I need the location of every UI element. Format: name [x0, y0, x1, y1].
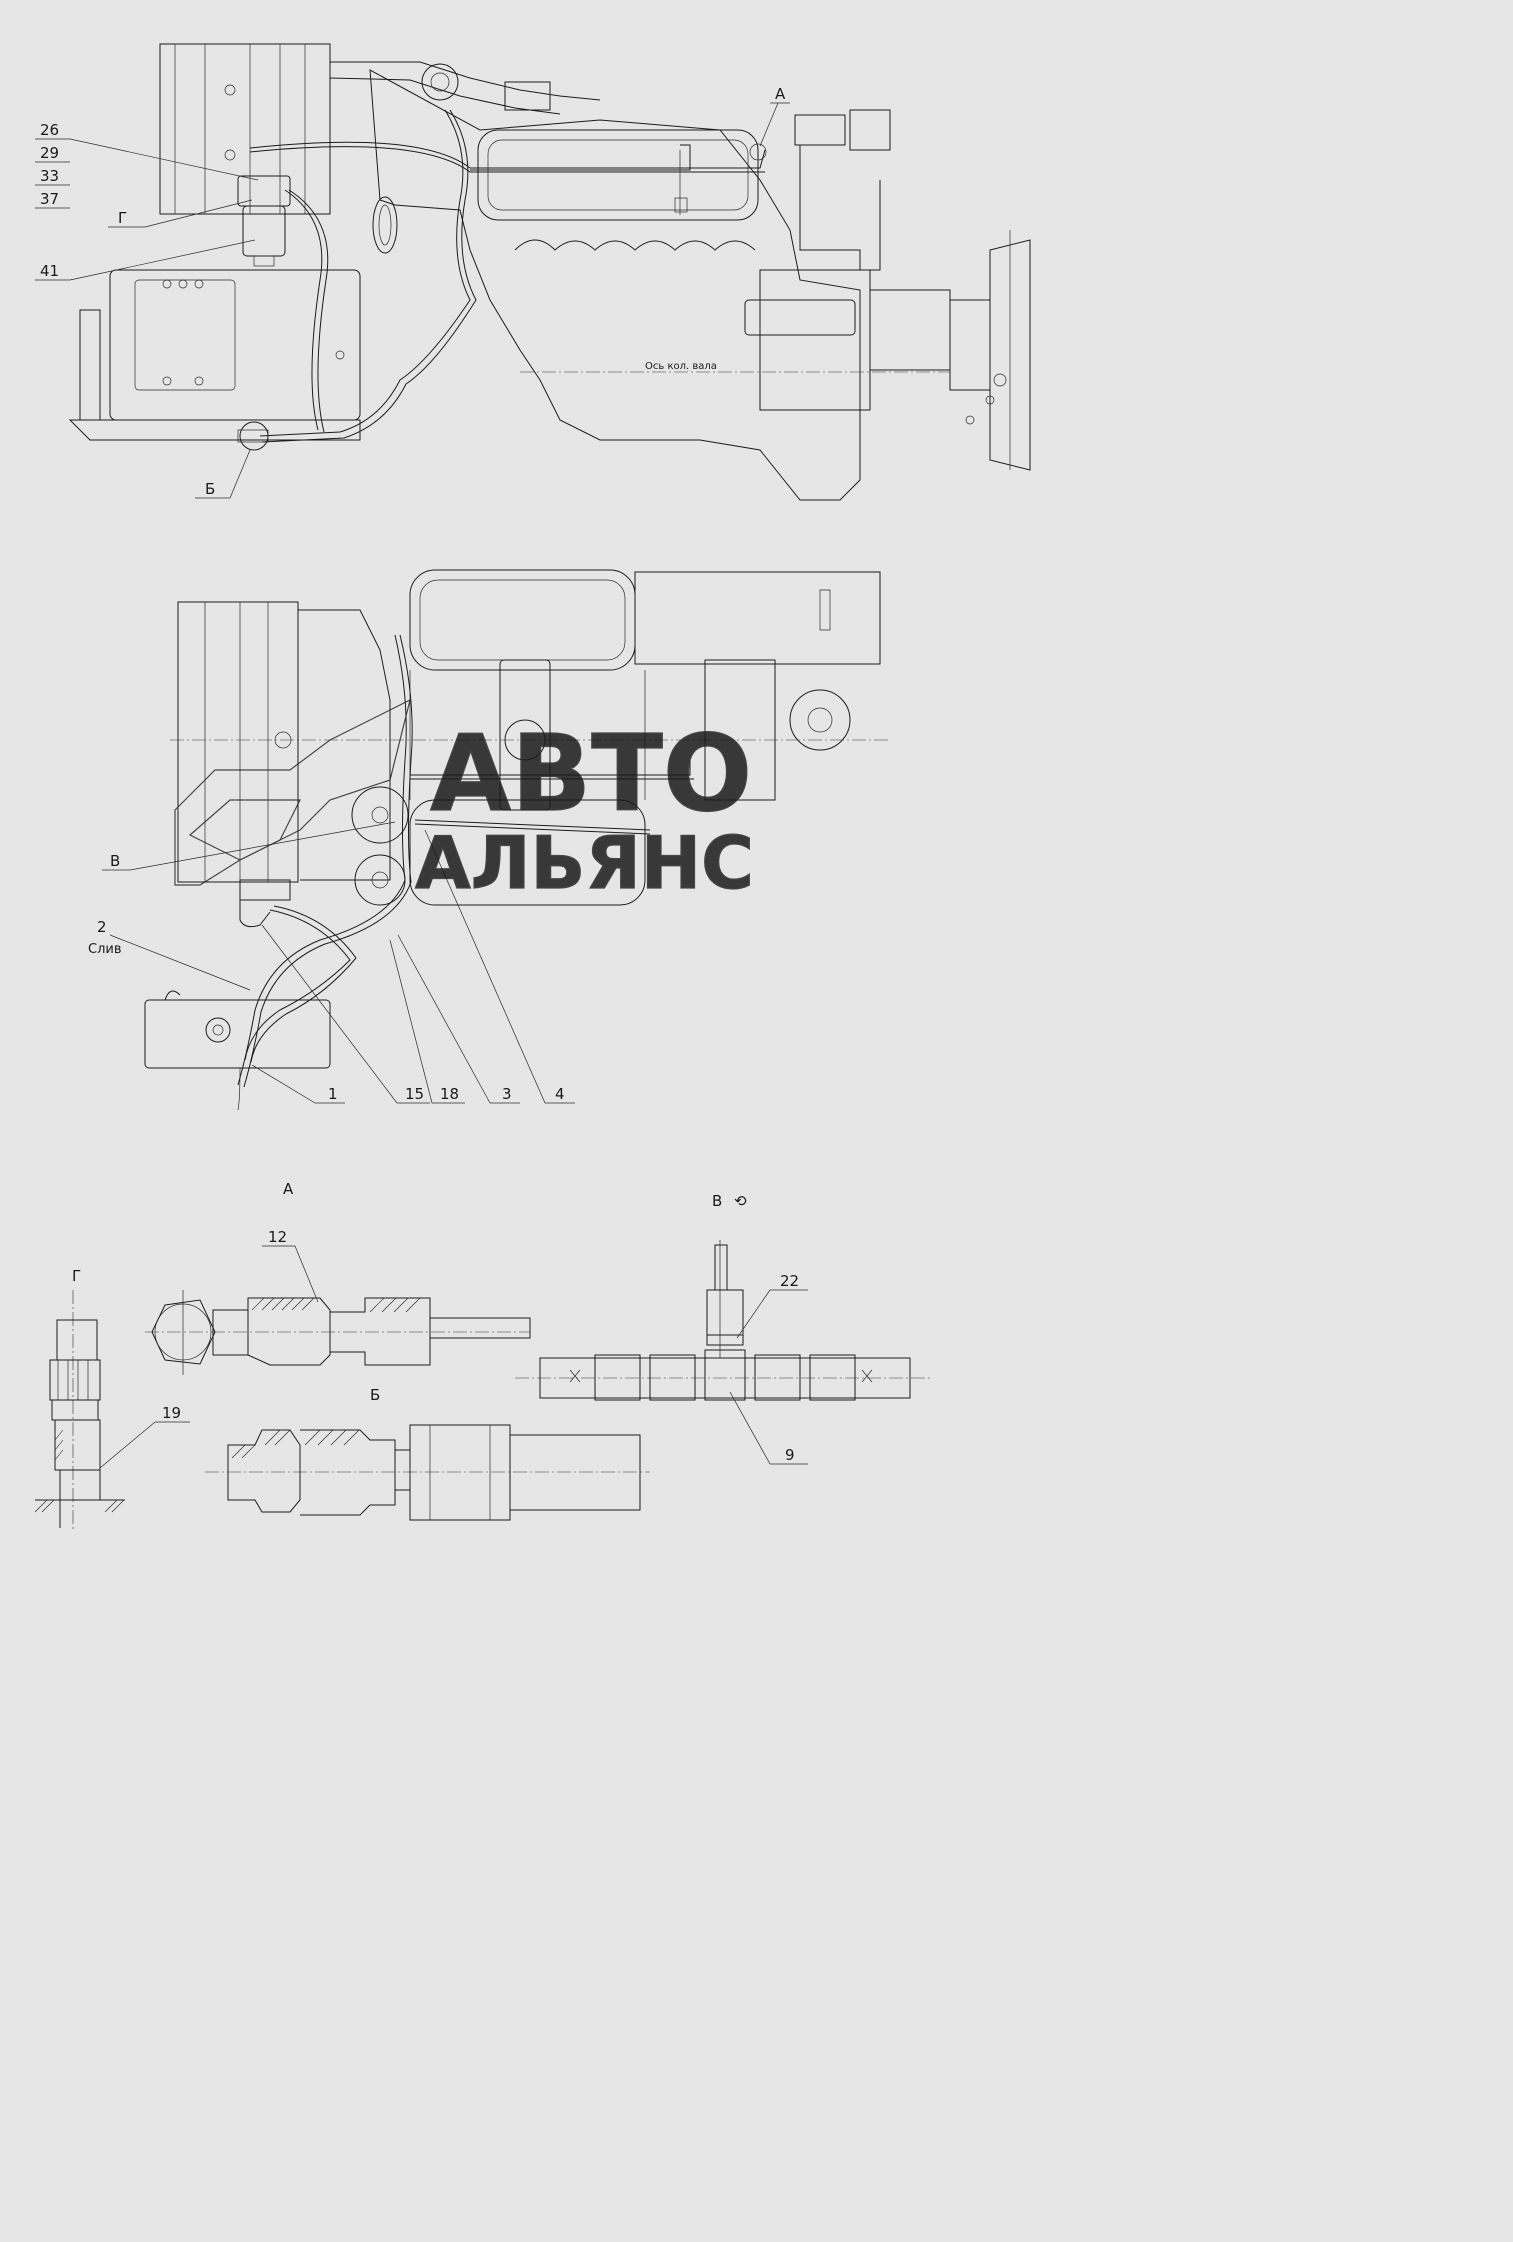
detail-g-title: Г — [72, 1267, 81, 1285]
detail-g: Г 19 — [34, 1267, 190, 1530]
detail-a-hatching — [251, 1297, 421, 1313]
callout-37: 37 — [40, 190, 59, 208]
watermark: АВТО АЛЬЯНС — [174, 698, 755, 906]
callout-3: 3 — [502, 1085, 512, 1103]
callout-19: 19 — [162, 1404, 181, 1422]
top-callouts: 26 29 33 37 Г 41 А Б — [35, 85, 790, 499]
callout-g: Г — [118, 209, 127, 227]
callout-12: 12 — [268, 1228, 287, 1246]
detail-v: В ⟲ 22 9 — [515, 1192, 932, 1465]
callout-26: 26 — [40, 121, 59, 139]
callout-b-top: Б — [205, 480, 215, 498]
callout-29: 29 — [40, 144, 59, 162]
detail-b-hatching — [231, 1429, 360, 1459]
callout-a-top: А — [775, 85, 786, 103]
callout-15: 15 — [405, 1085, 424, 1103]
callout-9: 9 — [785, 1446, 795, 1464]
detail-b-title: Б — [370, 1386, 380, 1404]
detail-a-title: А — [283, 1180, 294, 1198]
callout-18: 18 — [440, 1085, 459, 1103]
middle-callouts: В 2 Слив 1 15 18 3 4 — [88, 821, 575, 1104]
detail-v-rotation-icon: ⟲ — [734, 1192, 747, 1210]
fuel-line-assembly-drawing: Ось кол. вала 26 29 33 37 Г 41 А — [34, 43, 1031, 1530]
detail-v-title: В — [712, 1192, 722, 1210]
callout-1: 1 — [328, 1085, 338, 1103]
callout-41: 41 — [40, 262, 59, 280]
detail-g-hatching — [34, 1429, 125, 1513]
callout-22: 22 — [780, 1272, 799, 1290]
callout-4: 4 — [555, 1085, 565, 1103]
air-cleaner — [159, 43, 331, 215]
crankshaft-axis-label: Ось кол. вала — [645, 361, 717, 372]
watermark-line2: АЛЬЯНС — [415, 821, 754, 905]
callout-33: 33 — [40, 167, 59, 185]
callout-v: В — [110, 852, 120, 870]
detail-a: А 12 — [145, 1180, 531, 1375]
middle-engine-view — [144, 569, 890, 1111]
detail-b: Б — [205, 1386, 650, 1521]
callout-2: 2 — [97, 918, 107, 936]
watermark-line1: АВТО — [430, 713, 752, 835]
callout-drain-label: Слив — [88, 942, 122, 957]
top-engine-view: Ось кол. вала — [68, 43, 1031, 501]
